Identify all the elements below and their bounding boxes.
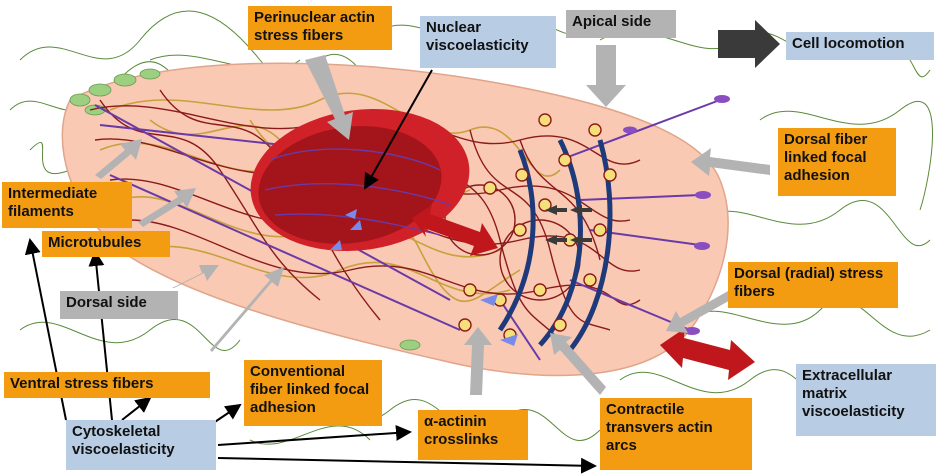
leading-edge-adhesions (69, 68, 421, 351)
label-nuclear-viscoelasticity: Nuclear viscoelasticity (420, 16, 556, 68)
ecm-double-arrow (660, 328, 755, 380)
label-ecm-viscoelasticity: Extracellular matrix viscoelasticity (796, 364, 936, 436)
label-dorsal-radial-stress-fibers: Dorsal (radial) stress fibers (728, 262, 898, 308)
label-actinin-crosslinks: α-actinin crosslinks (418, 410, 528, 460)
nuclear-coupling-arrow (412, 205, 498, 256)
label-cell-locomotion: Cell locomotion (786, 32, 934, 60)
label-cytoskeletal-viscoelasticity: Cytoskeletal viscoelasticity (66, 420, 216, 470)
label-intermediate-filaments: Intermediate filaments (2, 182, 132, 228)
label-dorsal-fiber-focal-adhesion: Dorsal fiber linked focal adhesion (778, 128, 896, 196)
label-microtubules: Microtubules (42, 231, 170, 257)
nuclear-force-arrows (330, 209, 518, 346)
label-apical-side: Apical side (566, 10, 676, 38)
label-dorsal-side: Dorsal side (60, 291, 178, 319)
label-conventional-focal-adhesion: Conventional fiber linked focal adhesion (244, 360, 382, 426)
label-ventral-stress-fibers: Ventral stress fibers (4, 372, 210, 398)
label-perinuclear-actin: Perinuclear actin stress fibers (248, 6, 392, 50)
focal-adhesion-tips (623, 95, 730, 335)
gray-pointer-arrows (95, 45, 770, 395)
contraction-arrows (545, 205, 592, 245)
label-contractile-actin-arcs: Contractile transvers actin arcs (600, 398, 752, 470)
locomotion-arrow (718, 20, 780, 68)
